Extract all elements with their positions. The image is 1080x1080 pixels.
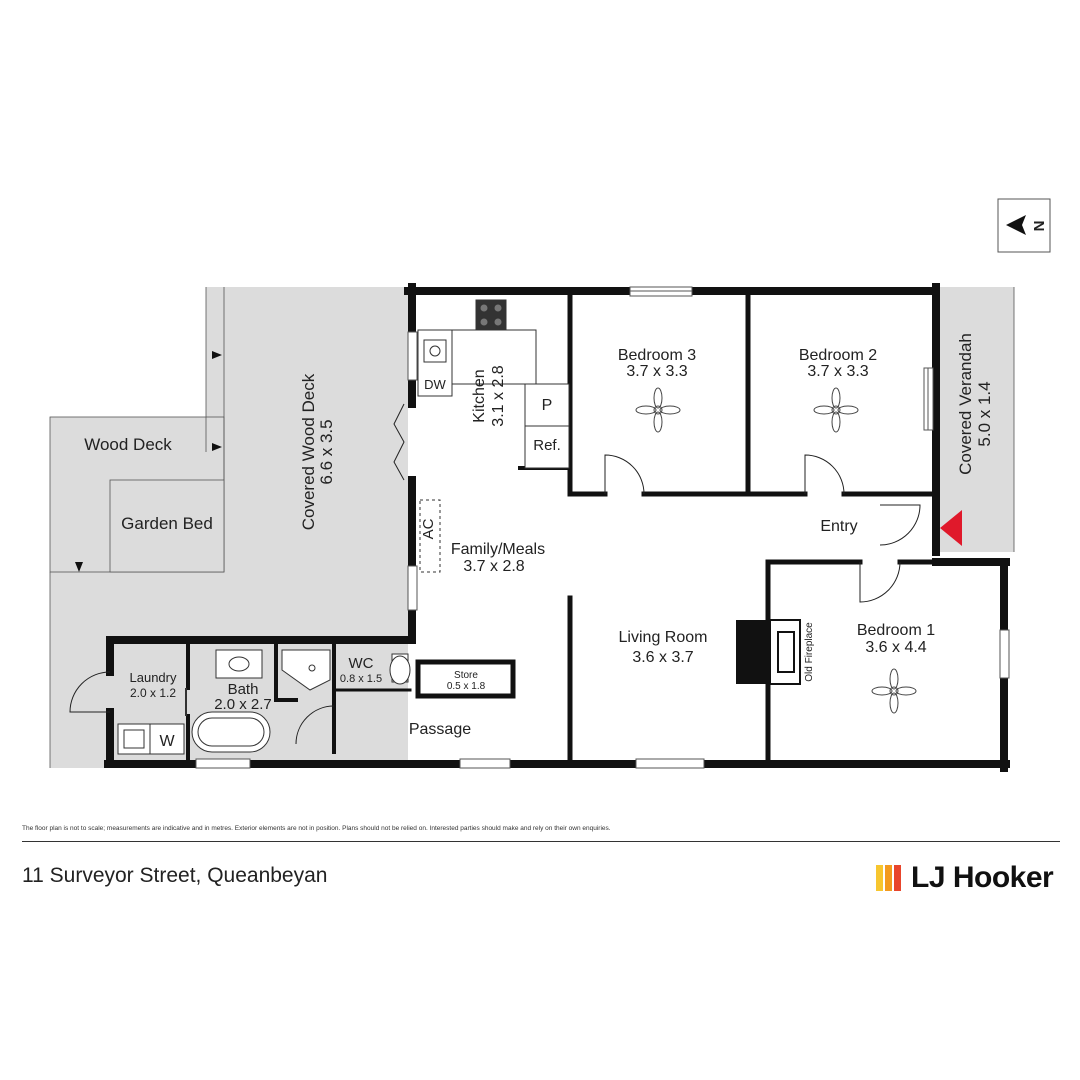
pantry-label: P — [542, 397, 553, 414]
living-name: Living Room — [619, 629, 708, 646]
bedroom1-dims: 3.6 x 4.4 — [865, 639, 926, 656]
property-address: 11 Surveyor Street, Queanbeyan — [22, 864, 328, 887]
garden-bed-name: Garden Bed — [121, 514, 213, 533]
wc-name: WC — [349, 655, 374, 672]
logo-bar — [876, 865, 883, 891]
ceiling-fans — [635, 387, 917, 714]
compass-icon: N — [997, 198, 1051, 253]
verandah-area — [936, 287, 1014, 552]
logo-bar — [894, 865, 901, 891]
compass-letter: N — [1031, 221, 1048, 232]
bedroom1-name: Bedroom 1 — [857, 622, 935, 639]
laundry-dims: 2.0 x 1.2 — [130, 686, 176, 700]
store-dims: 0.5 x 1.8 — [447, 681, 486, 692]
logo-bar — [885, 865, 892, 891]
verandah-name: Covered Verandah — [956, 333, 975, 475]
brand-name: LJ Hooker — [911, 861, 1054, 894]
entry-name: Entry — [820, 518, 857, 535]
laundry-name: Laundry — [130, 670, 177, 685]
store-name: Store — [454, 670, 478, 681]
passage-name: Passage — [409, 721, 471, 738]
covered-deck-name: Covered Wood Deck — [299, 373, 318, 530]
windows — [195, 286, 1010, 769]
wc-dims: 0.8 x 1.5 — [340, 673, 382, 685]
family-name: Family/Meals — [451, 541, 545, 558]
kitchen-name: Kitchen — [471, 369, 488, 422]
bedroom2-name: Bedroom 2 — [799, 347, 877, 364]
covered-deck-dims: 6.6 x 3.5 — [317, 419, 336, 484]
family-dims: 3.7 x 2.8 — [463, 558, 524, 575]
fireplace — [736, 619, 801, 685]
kitchen-fixtures — [417, 299, 570, 573]
living-dims: 3.6 x 3.7 — [632, 649, 693, 666]
kitchen-dims: 3.1 x 2.8 — [490, 365, 507, 426]
bedroom2-dims: 3.7 x 3.3 — [807, 363, 868, 380]
bedroom3-dims: 3.7 x 3.3 — [626, 363, 687, 380]
dishwasher-label: DW — [424, 377, 446, 392]
doors — [69, 403, 921, 745]
room-labels: Bedroom 3 3.7 x 3.3 Bedroom 2 3.7 x 3.3 … — [130, 347, 936, 738]
disclaimer: The floor plan is not to scale; measurem… — [22, 825, 611, 832]
fridge-label: Ref. — [533, 437, 561, 454]
bath-dims: 2.0 x 2.7 — [214, 696, 272, 713]
bath-name: Bath — [228, 681, 259, 698]
verandah-dims: 5.0 x 1.4 — [975, 381, 994, 446]
bedroom3-name: Bedroom 3 — [618, 347, 696, 364]
fixture-labels: DW P Ref. AC W Old Fireplace — [159, 377, 815, 750]
brand-logo: LJ Hooker — [876, 860, 1054, 896]
exterior-labels: Covered Wood Deck 6.6 x 3.5 Covered Vera… — [84, 333, 994, 533]
divider — [22, 841, 1060, 842]
entry-marker — [940, 510, 962, 546]
washer-label: W — [159, 733, 175, 750]
wood-deck-name: Wood Deck — [84, 435, 172, 454]
fireplace-label: Old Fireplace — [804, 622, 815, 682]
bathroom-fixtures — [117, 649, 411, 755]
exterior-areas — [49, 287, 1015, 768]
air-con-label: AC — [420, 518, 437, 539]
logo-bars-icon — [876, 865, 901, 891]
